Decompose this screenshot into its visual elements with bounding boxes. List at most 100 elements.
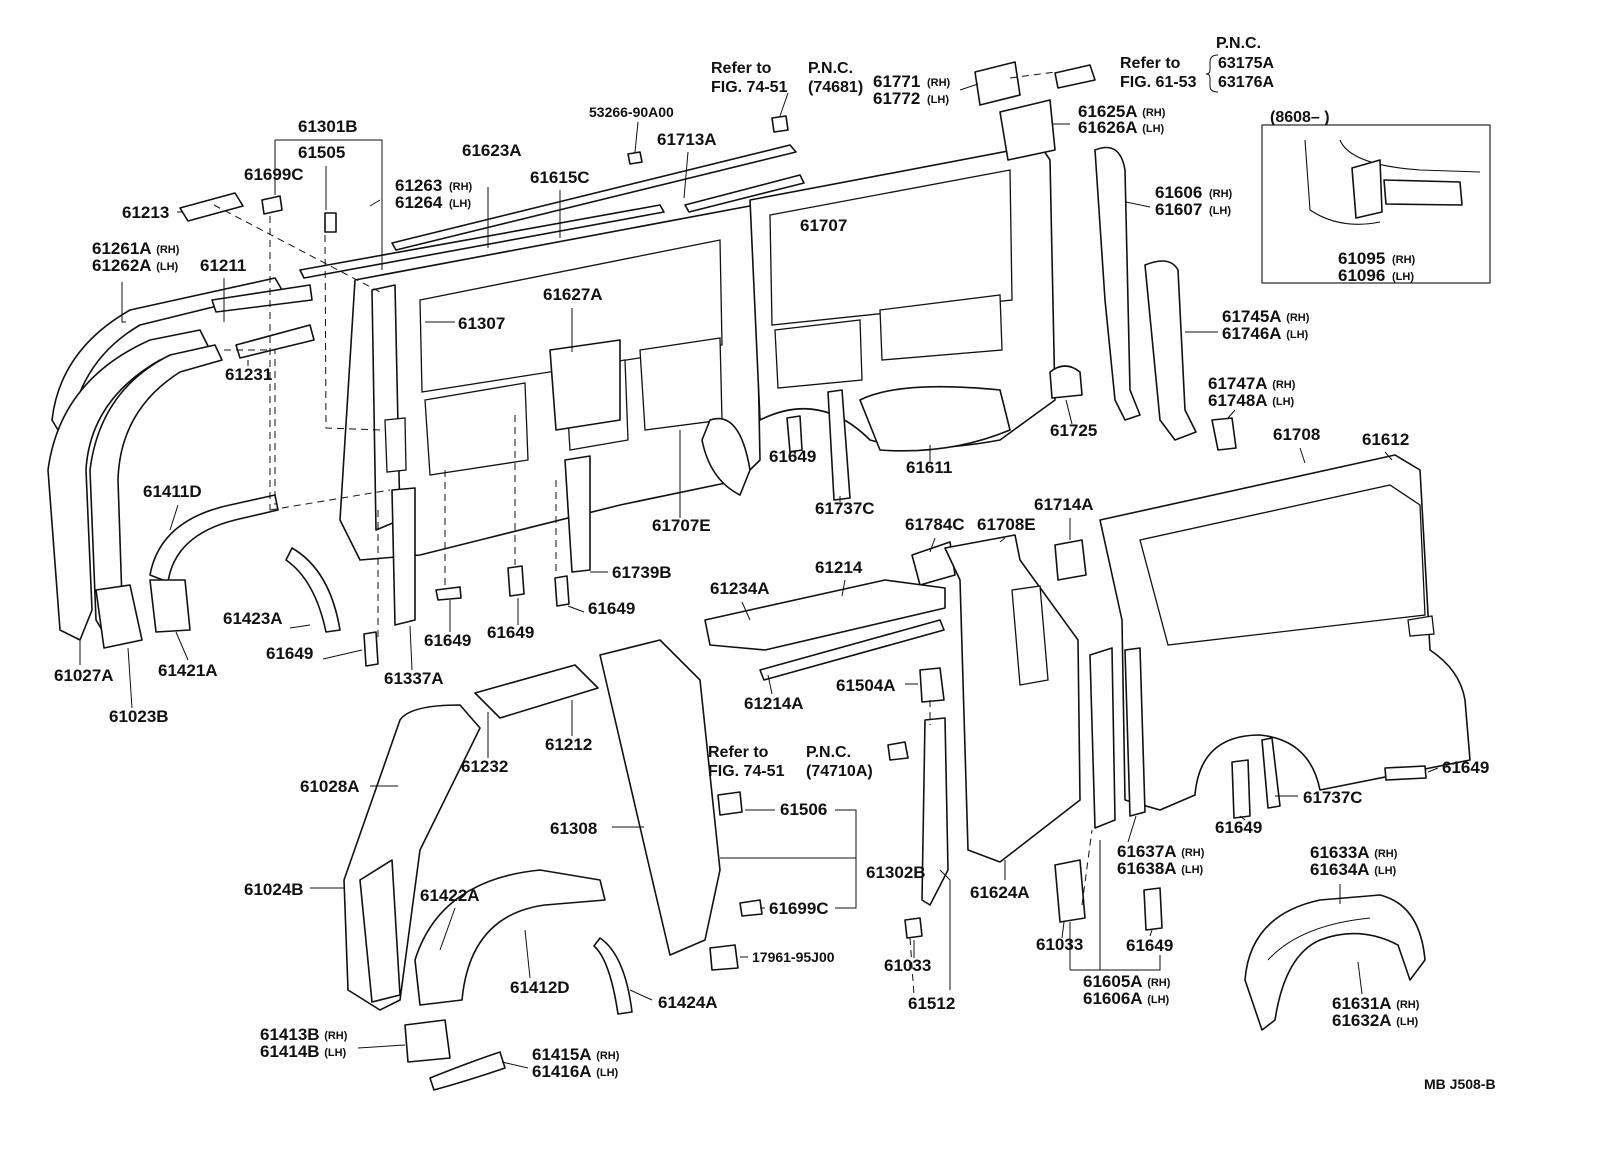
part-label-l61423A: 61423A <box>223 609 283 628</box>
part-label-l61772: 61772 <box>873 89 920 108</box>
part-label-l53266: 53266-90A00 <box>589 104 674 120</box>
part-label-l61649c: 61649 <box>424 631 471 650</box>
ref-fig-74-51-line2: FIG. 74-51 <box>711 79 788 96</box>
pnc-74710-line2: (74710A) <box>806 763 873 780</box>
part-label-l61611: 61611 <box>906 458 952 477</box>
part-label-l61699C2: 61699C <box>769 899 829 918</box>
part-label-l61747A: 61747A <box>1208 374 1268 393</box>
part-number-labels: 61301B6150561699C6121361263(RH)61264(LH)… <box>54 72 1489 1081</box>
part-label-l61649d: 61649 <box>487 623 534 642</box>
pnc-74710-line1: P.N.C. <box>806 744 851 761</box>
part-label-l61302B: 61302B <box>866 863 926 882</box>
part-label-l61421A: 61421A <box>158 661 218 680</box>
part-label-l61699C: 61699C <box>244 165 304 184</box>
side-marker-l61634A: (LH) <box>1374 865 1396 877</box>
side-marker-l61607: (LH) <box>1209 205 1231 217</box>
part-label-l61512: 61512 <box>908 994 955 1013</box>
part-label-l61024B: 61024B <box>244 880 304 899</box>
part-label-l61649b: 61649 <box>266 644 313 663</box>
part-label-l61737C2: 61737C <box>1303 788 1363 807</box>
side-marker-l61631A: (RH) <box>1396 999 1420 1011</box>
part-label-l61707E: 61707E <box>652 516 711 535</box>
part-label-l61232: 61232 <box>461 757 508 776</box>
side-marker-l61413B: (RH) <box>324 1030 348 1042</box>
part-label-l61649h: 61649 <box>1126 936 1173 955</box>
part-label-l61416A: 61416A <box>532 1062 592 1081</box>
part-label-l61707: 61707 <box>800 216 847 235</box>
part-label-l61096: 61096 <box>1338 266 1385 285</box>
part-label-l61714A: 61714A <box>1034 495 1094 514</box>
part-label-l61626A: 61626A <box>1078 118 1138 137</box>
side-marker-l61264: (LH) <box>449 198 471 210</box>
side-marker-l61415A: (RH) <box>596 1050 620 1062</box>
part-label-l61708E: 61708E <box>977 515 1036 534</box>
pnc-63175-line3: 63176A <box>1218 74 1274 91</box>
part-label-l61713A: 61713A <box>657 130 717 149</box>
part-label-l61095: 61095 <box>1338 249 1385 268</box>
part-label-l61649f: 61649 <box>1215 818 1262 837</box>
part-label-l61638A: 61638A <box>1117 859 1177 878</box>
part-label-l61625A: 61625A <box>1078 102 1138 121</box>
side-marker-l61095: (RH) <box>1392 254 1416 266</box>
part-label-l61748A: 61748A <box>1208 391 1268 410</box>
side-marker-l61606A: (LH) <box>1147 994 1169 1006</box>
part-label-l61771: 61771 <box>873 72 920 91</box>
pnc-bracket <box>1205 54 1219 93</box>
leader-lines <box>79 83 1439 1069</box>
part-label-l61504A: 61504A <box>836 676 896 695</box>
side-marker-l61638A: (LH) <box>1181 864 1203 876</box>
ref-fig-74-51-b-line1: Refer to <box>708 744 769 761</box>
side-marker-l61746A: (LH) <box>1286 329 1308 341</box>
part-label-l61261A: 61261A <box>92 239 152 258</box>
pnc-74681-line1: P.N.C. <box>808 60 853 77</box>
part-label-l61411D: 61411D <box>143 482 202 501</box>
part-label-l61028A: 61028A <box>300 777 360 796</box>
part-label-l61213: 61213 <box>122 203 169 222</box>
part-label-l61214A: 61214A <box>744 694 804 713</box>
pnc-74681-line2: (74681) <box>808 79 863 96</box>
ref-fig-74-51-b-line2: FIG. 74-51 <box>708 763 785 780</box>
side-marker-l61606: (RH) <box>1209 188 1233 200</box>
part-label-l61412D: 61412D <box>510 978 570 997</box>
part-label-l61615C: 61615C <box>530 168 590 187</box>
part-label-l61415A: 61415A <box>532 1045 592 1064</box>
pnc-63175-line1: P.N.C. <box>1216 35 1261 52</box>
side-marker-l61771: (RH) <box>927 77 951 89</box>
side-marker-l61748A: (LH) <box>1272 396 1294 408</box>
part-label-l61307: 61307 <box>458 314 505 333</box>
part-label-l61033a: 61033 <box>884 956 931 975</box>
part-label-l61234A: 61234A <box>710 579 770 598</box>
part-label-l61739B: 61739B <box>612 563 672 582</box>
part-label-l61214: 61214 <box>815 558 863 577</box>
inset-date-range: (8608– ) <box>1270 109 1330 126</box>
part-label-l61649a: 61649 <box>769 447 816 466</box>
part-label-l61784C: 61784C <box>905 515 965 534</box>
part-label-l61649e: 61649 <box>588 599 635 618</box>
part-label-l61211: 61211 <box>200 256 246 275</box>
part-label-l61649g: 61649 <box>1442 758 1489 777</box>
part-label-l61633A: 61633A <box>1310 843 1370 862</box>
part-label-l61023B: 61023B <box>109 707 169 726</box>
ref-fig-61-53-line1: Refer to <box>1120 55 1181 72</box>
part-label-l61231: 61231 <box>225 365 272 384</box>
part-label-l61745A: 61745A <box>1222 307 1282 326</box>
part-label-l61414B: 61414B <box>260 1042 320 1061</box>
body-panel-drawing <box>47 61 1491 1091</box>
side-marker-l61626A: (LH) <box>1142 123 1164 135</box>
part-label-l17961: 17961-95J00 <box>752 949 835 965</box>
part-label-l61033b: 61033 <box>1036 935 1083 954</box>
side-marker-l61605A: (RH) <box>1147 977 1171 989</box>
part-label-l61746A: 61746A <box>1222 324 1282 343</box>
part-label-l61263: 61263 <box>395 176 442 195</box>
part-label-l61737C: 61737C <box>815 499 875 518</box>
side-marker-l61633A: (RH) <box>1374 848 1398 860</box>
part-label-l61606: 61606 <box>1155 183 1202 202</box>
part-label-l61632A: 61632A <box>1332 1011 1392 1030</box>
part-label-l61505: 61505 <box>298 143 345 162</box>
part-label-l61708: 61708 <box>1273 425 1320 444</box>
part-label-l61262A: 61262A <box>92 256 152 275</box>
side-marker-l61262A: (LH) <box>156 261 178 273</box>
part-label-l61212: 61212 <box>545 735 592 754</box>
part-label-l61606A: 61606A <box>1083 989 1143 1008</box>
